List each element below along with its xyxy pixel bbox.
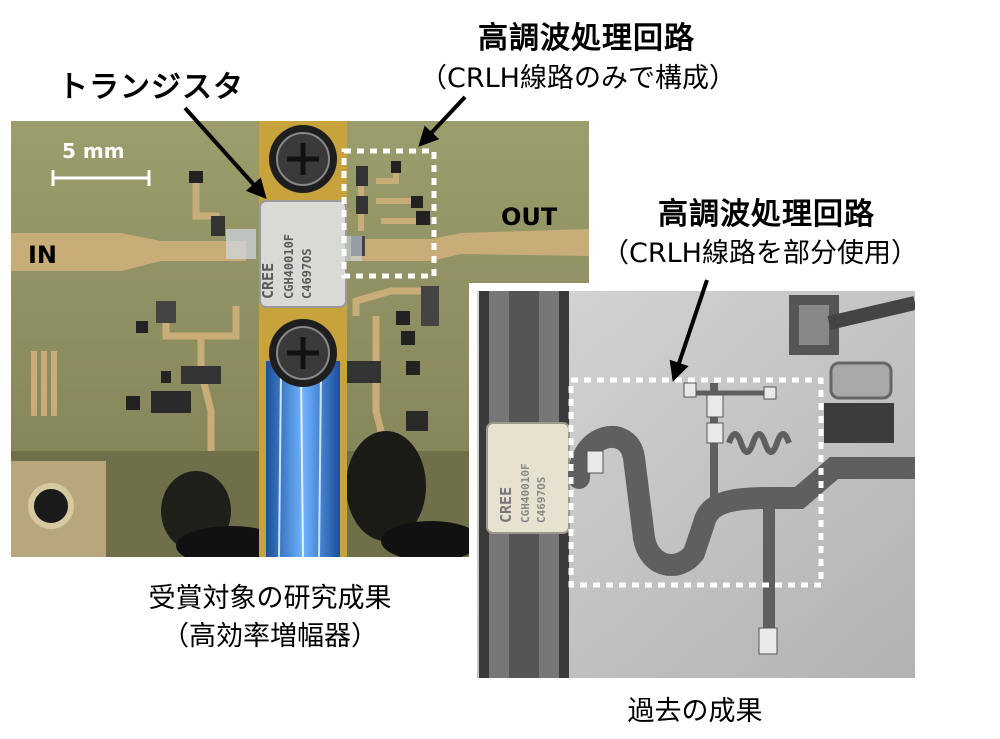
- left-chip-line-3: C4697OS: [300, 248, 314, 299]
- left-chip-line-2: CGH40010F: [282, 234, 296, 299]
- harmonic-right-title: 高調波処理回路: [658, 197, 875, 232]
- port-in-label: IN: [28, 241, 58, 269]
- right-chip-line-3: C4697OS: [535, 477, 548, 523]
- port-out-label: OUT: [501, 203, 558, 231]
- harmonic-top-subtitle: （CRLH線路のみで構成）: [420, 63, 736, 94]
- harmonic-circuit-box-right: [568, 377, 824, 588]
- right-chip-line-2: CGH40010F: [519, 463, 532, 523]
- right-chip-line-1: CREE: [497, 487, 515, 523]
- previous-work-photo: CREE CGH40010F C4697OS: [469, 283, 915, 678]
- transistor-label: トランジスタ: [58, 70, 244, 105]
- left-chip-line-1: CREE: [259, 263, 277, 299]
- caption-left-line1: 受賞対象の研究成果: [148, 583, 392, 614]
- harmonic-top-title: 高調波処理回路: [478, 21, 695, 56]
- caption-right: 過去の成果: [627, 696, 763, 727]
- harmonic-circuit-box-top: [341, 148, 437, 279]
- scale-label: 5 mm: [62, 139, 125, 163]
- caption-left-line2: （高効率増幅器）: [162, 621, 378, 652]
- previous-work-drawing: CREE CGH40010F C4697OS: [477, 291, 915, 678]
- harmonic-right-subtitle: （CRLH線路を部分使用）: [602, 238, 918, 269]
